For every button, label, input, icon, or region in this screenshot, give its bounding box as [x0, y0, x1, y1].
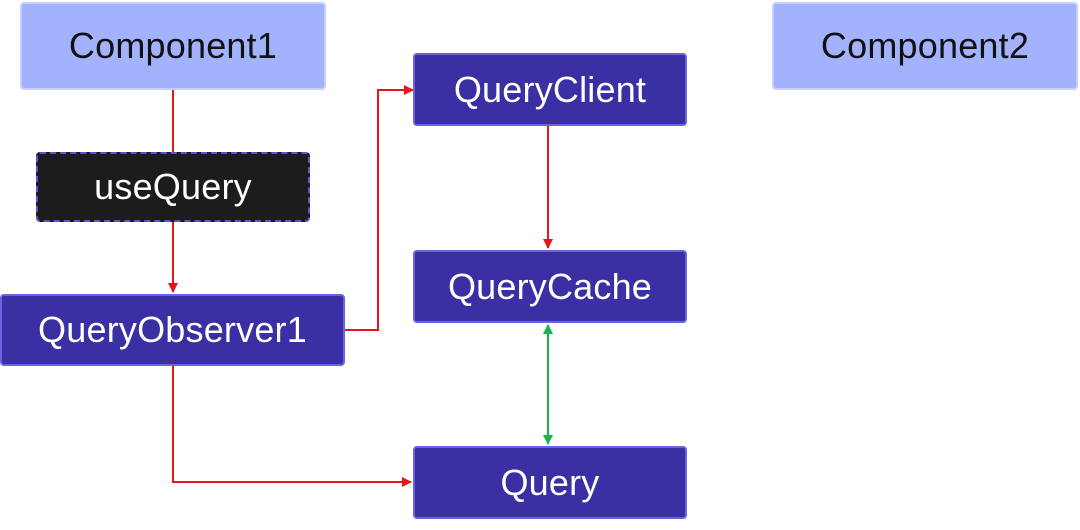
component1-node: Component1: [20, 2, 326, 90]
usequery-label: useQuery: [94, 166, 252, 207]
component2-label: Component2: [820, 25, 1030, 66]
component2-node: Component2: [772, 2, 1078, 90]
usequery-node: useQuery: [36, 152, 310, 222]
querycache-label: QueryCache: [447, 265, 653, 307]
queryclient-label: QueryClient: [453, 68, 647, 110]
arrow-queryobserver1-to-query: [172, 366, 412, 487]
querycache-node: QueryCache: [413, 250, 687, 323]
query-label: Query: [500, 461, 600, 503]
query-node: Query: [413, 446, 687, 519]
queryclient-node: QueryClient: [413, 53, 687, 126]
queryobserver1-label: QueryObserver1: [38, 309, 307, 350]
component1-label: Component1: [68, 25, 278, 66]
arrow-queryobserver1-to-queryclient: [345, 85, 414, 331]
queryobserver1-node: QueryObserver1: [0, 294, 345, 366]
